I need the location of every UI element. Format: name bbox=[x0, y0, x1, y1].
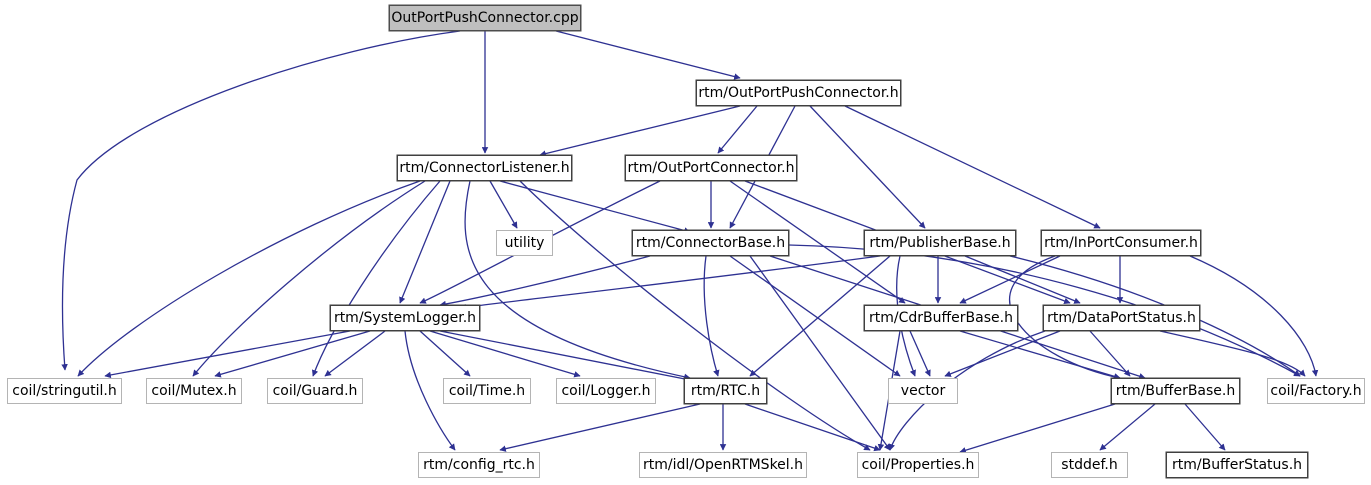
graph-edge-syslogger-to-time bbox=[419, 330, 471, 377]
graph-edge-cdrbufferbase-to-bufferbase bbox=[959, 330, 1121, 380]
graph-edge-connlistener-to-utility bbox=[489, 180, 518, 229]
graph-node-openrtmskel[interactable]: rtm/idl/OpenRTMSkel.h bbox=[639, 452, 807, 478]
graph-edge-syslogger-to-stringutil bbox=[104, 330, 351, 379]
graph-node-properties[interactable]: coil/Properties.h bbox=[857, 452, 979, 478]
graph-node-root[interactable]: OutPortPushConnector.cpp bbox=[389, 5, 581, 31]
graph-edge-connlistener-to-guard bbox=[311, 180, 441, 377]
graph-node-label: utility bbox=[504, 235, 545, 251]
graph-node-label: coil/stringutil.h bbox=[12, 383, 117, 399]
graph-node-dataportstatus[interactable]: rtm/DataPortStatus.h bbox=[1043, 305, 1200, 331]
graph-node-bufferstatus[interactable]: rtm/BufferStatus.h bbox=[1166, 452, 1308, 478]
graph-edge-connbase-to-syslogger bbox=[439, 255, 651, 308]
graph-edge-outpushh-to-outportconn bbox=[717, 105, 758, 154]
graph-edge-connlistener-to-properties bbox=[519, 180, 871, 451]
graph-edge-syslogger-to-logger bbox=[429, 330, 581, 378]
graph-edge-syslogger-to-guard bbox=[324, 330, 386, 377]
graph-node-stringutil[interactable]: coil/stringutil.h bbox=[7, 378, 122, 404]
graph-node-label: rtm/CdrBufferBase.h bbox=[869, 310, 1013, 326]
graph-node-label: stddef.h bbox=[1061, 457, 1118, 473]
graph-node-label: coil/Time.h bbox=[448, 383, 526, 399]
graph-node-publisherbase[interactable]: rtm/PublisherBase.h bbox=[864, 230, 1016, 256]
graph-edge-connlistener-to-connbase bbox=[499, 180, 691, 234]
graph-node-label: rtm/ConnectorBase.h bbox=[635, 235, 786, 251]
graph-node-label: rtm/RTC.h bbox=[690, 383, 761, 399]
graph-node-outportconn[interactable]: rtm/OutPortConnector.h bbox=[625, 155, 797, 181]
graph-node-outpushh[interactable]: rtm/OutPortPushConnector.h bbox=[696, 80, 901, 106]
graph-node-logger[interactable]: coil/Logger.h bbox=[556, 378, 656, 404]
graph-node-label: coil/Properties.h bbox=[861, 457, 975, 473]
graph-edge-inportconsumer-to-cdrbufferbase bbox=[959, 255, 1061, 304]
graph-node-inportconsumer[interactable]: rtm/InPortConsumer.h bbox=[1041, 230, 1201, 256]
graph-edge-connlistener-to-mutex bbox=[192, 180, 426, 377]
graph-edge-inportconsumer-to-factory bbox=[1189, 255, 1319, 377]
graph-node-label: rtm/SystemLogger.h bbox=[333, 310, 477, 326]
graph-node-label: rtm/ConnectorListener.h bbox=[399, 160, 570, 176]
graph-edge-connlistener-to-syslogger bbox=[399, 180, 451, 304]
graph-edge-dataportstatus-to-vector bbox=[944, 330, 1061, 377]
graph-edge-publisherbase-to-dataportstatus bbox=[964, 255, 1081, 304]
graph-node-syslogger[interactable]: rtm/SystemLogger.h bbox=[330, 305, 480, 331]
graph-node-label: rtm/InPortConsumer.h bbox=[1044, 235, 1198, 251]
graph-node-label: OutPortPushConnector.cpp bbox=[391, 10, 579, 26]
graph-node-rtc[interactable]: rtm/RTC.h bbox=[684, 378, 767, 404]
graph-edge-connlistener-to-stringutil bbox=[77, 180, 421, 377]
graph-edge-connbase-to-properties bbox=[749, 255, 891, 451]
graph-node-label: rtm/OutPortPushConnector.h bbox=[698, 85, 899, 101]
graph-edge-publisherbase-to-syslogger bbox=[459, 255, 881, 311]
graph-node-vector[interactable]: vector bbox=[888, 378, 958, 404]
graph-edge-rtc-to-configrtc bbox=[499, 403, 701, 452]
graph-edge-bufferbase-to-properties bbox=[959, 403, 1116, 454]
graph-node-label: rtm/PublisherBase.h bbox=[869, 235, 1011, 251]
graph-node-cdrbufferbase[interactable]: rtm/CdrBufferBase.h bbox=[864, 305, 1018, 331]
graph-node-connbase[interactable]: rtm/ConnectorBase.h bbox=[632, 230, 789, 256]
graph-node-bufferbase[interactable]: rtm/BufferBase.h bbox=[1111, 378, 1240, 404]
graph-node-label: coil/Mutex.h bbox=[151, 383, 237, 399]
graph-edge-dataportstatus-to-factory bbox=[1159, 330, 1306, 377]
graph-node-label: vector bbox=[900, 383, 946, 399]
graph-node-label: coil/Guard.h bbox=[272, 383, 358, 399]
graph-edge-root-to-outpushh bbox=[555, 30, 741, 80]
graph-node-label: rtm/BufferStatus.h bbox=[1171, 457, 1303, 473]
graph-edge-outpushh-to-connlistener bbox=[539, 105, 741, 157]
graph-edge-dataportstatus-to-bufferbase bbox=[1089, 330, 1131, 377]
graph-node-label: coil/Factory.h bbox=[1270, 383, 1362, 399]
graph-edge-connbase-to-rtc bbox=[703, 255, 720, 377]
graph-edge-rtc-to-properties bbox=[744, 403, 881, 452]
graph-node-utility[interactable]: utility bbox=[496, 230, 553, 256]
graph-node-label: coil/Logger.h bbox=[561, 383, 651, 399]
graph-edge-bufferbase-to-bufferstatus bbox=[1184, 403, 1226, 451]
graph-node-configrtc[interactable]: rtm/config_rtc.h bbox=[418, 452, 540, 478]
graph-node-time[interactable]: coil/Time.h bbox=[443, 378, 531, 404]
graph-node-label: rtm/config_rtc.h bbox=[423, 457, 535, 473]
graph-edge-bufferbase-to-stddef bbox=[1099, 403, 1156, 451]
graph-node-connlistener[interactable]: rtm/ConnectorListener.h bbox=[397, 155, 572, 181]
graph-node-factory[interactable]: coil/Factory.h bbox=[1267, 378, 1365, 404]
graph-node-label: rtm/DataPortStatus.h bbox=[1047, 310, 1196, 326]
graph-node-stddef[interactable]: stddef.h bbox=[1051, 452, 1128, 478]
graph-node-guard[interactable]: coil/Guard.h bbox=[267, 378, 363, 404]
graph-edge-syslogger-to-rtc bbox=[439, 330, 691, 383]
graph-node-label: rtm/OutPortConnector.h bbox=[627, 160, 795, 176]
graph-node-label: rtm/idl/OpenRTMSkel.h bbox=[642, 457, 804, 473]
graph-edge-outpushh-to-publisherbase bbox=[809, 105, 926, 229]
graph-node-mutex[interactable]: coil/Mutex.h bbox=[146, 378, 242, 404]
graph-edge-syslogger-to-mutex bbox=[214, 330, 371, 378]
graph-edge-outpushh-to-inportconsumer bbox=[844, 105, 1101, 229]
graph-node-label: rtm/BufferBase.h bbox=[1115, 383, 1236, 399]
graph-edge-cdrbufferbase-to-vector bbox=[909, 330, 931, 377]
graph-edge-connlistener-to-rtc bbox=[464, 180, 691, 380]
